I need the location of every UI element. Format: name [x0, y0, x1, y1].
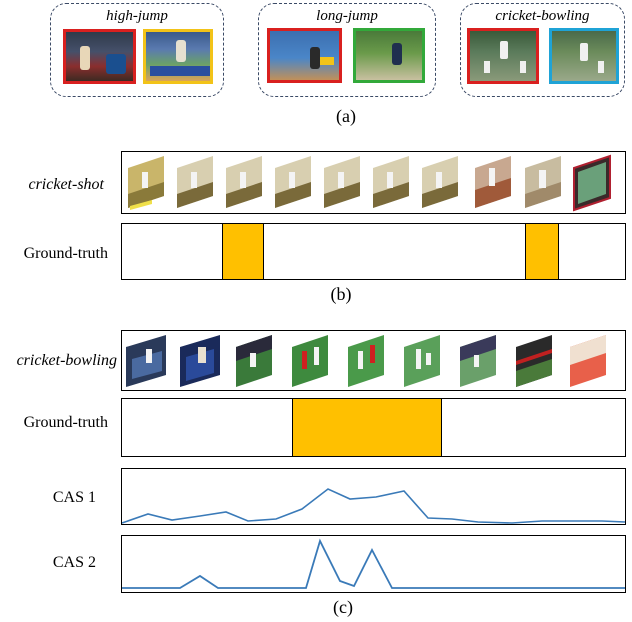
frame-c-9 [570, 335, 606, 387]
ground-truth-label-b: Ground-truth [23, 245, 108, 262]
frame-c-1 [126, 335, 166, 387]
group-title-cricket-bowling: cricket-bowling [495, 8, 590, 24]
thumbnail-high-jump-2 [143, 29, 213, 84]
frame-c-5 [348, 335, 384, 387]
frame-10 [573, 154, 611, 212]
frame-7 [422, 156, 458, 208]
ground-truth-segment-c-1 [292, 399, 442, 456]
ground-truth-bar-b [121, 223, 626, 280]
frame-1 [128, 156, 164, 210]
ground-truth-segment-b-1 [222, 224, 264, 279]
group-cricket-bowling: cricket-bowling [460, 3, 625, 97]
cas1-curve [122, 488, 625, 524]
frame-2 [177, 156, 213, 208]
cas1-plot [121, 468, 626, 525]
ground-truth-segment-b-2 [525, 224, 559, 279]
cas2-curve-svg [122, 538, 625, 589]
ground-truth-label-c: Ground-truth [23, 414, 108, 431]
frame-5 [324, 156, 360, 208]
frame-thumbnails [128, 154, 611, 212]
frame-9 [525, 156, 561, 208]
group-long-jump: long-jump [258, 3, 436, 97]
frame-c-3 [236, 335, 272, 387]
row-label-cricket-bowling: cricket-bowling [16, 352, 117, 369]
thumbnail-long-jump-2 [353, 28, 425, 83]
frame-strip-cricket-shot [121, 151, 626, 214]
frame-c-6 [404, 335, 440, 387]
frame-c-4 [292, 335, 328, 387]
frame-c-7 [460, 335, 496, 387]
ground-truth-bar-c [121, 398, 626, 457]
panel-b-label: (b) [330, 284, 352, 304]
frame-c-8 [516, 335, 552, 387]
thumbnail-long-jump-1 [267, 28, 342, 83]
frame-8 [475, 156, 511, 208]
panel-a-label: (a) [336, 106, 356, 126]
frame-thumbnails-c [126, 335, 606, 387]
thumbnail-cricket-bowling-1 [467, 28, 539, 84]
frame-strip-cricket-bowling [121, 330, 626, 391]
cas1-label: CAS 1 [52, 489, 96, 506]
frame-3 [226, 156, 262, 208]
cas2-curve [122, 538, 625, 589]
group-title-long-jump: long-jump [316, 8, 378, 24]
frame-6 [373, 156, 409, 208]
frame-c-2 [180, 335, 220, 387]
row-label-cricket-shot: cricket-shot [28, 176, 104, 193]
group-title-high-jump: high-jump [106, 8, 168, 24]
group-high-jump: high-jump [50, 3, 224, 97]
cas2-label: CAS 2 [52, 554, 96, 571]
thumbnail-cricket-bowling-2 [549, 28, 619, 84]
thumbnail-high-jump-1 [63, 29, 136, 84]
cas2-plot [121, 535, 626, 593]
panel-c-label: (c) [333, 597, 353, 617]
cas1-curve-svg [122, 488, 625, 524]
frame-4 [275, 156, 311, 208]
